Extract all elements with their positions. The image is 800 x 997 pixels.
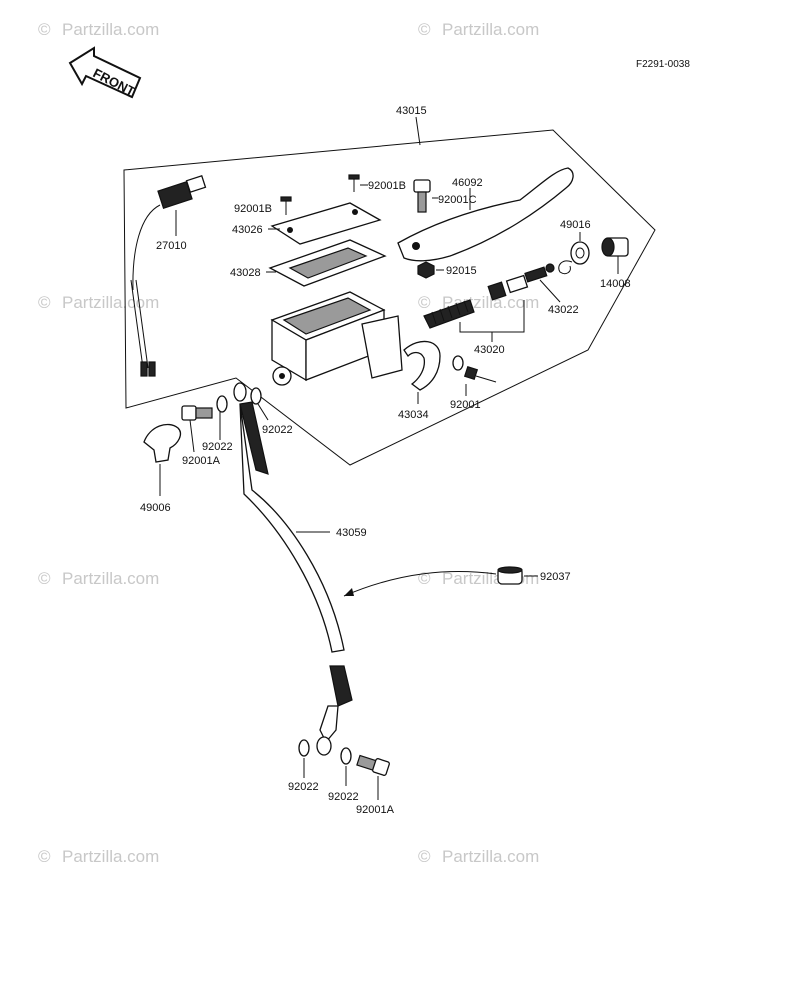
part-label-92001b-left: 92001B — [234, 203, 272, 215]
leader-line — [189, 419, 195, 453]
arrowhead — [344, 588, 354, 596]
reservoir-cap — [270, 202, 382, 245]
part-label-92001: 92001 — [450, 399, 481, 411]
piston-boot-inner — [575, 247, 585, 259]
part-label-43022: 43022 — [548, 304, 579, 316]
watermark-symbol: © — [38, 569, 51, 588]
part-label-43015: 43015 — [396, 105, 427, 117]
part-label-92001a-top: 92001A — [182, 455, 221, 467]
part-label-27010: 27010 — [156, 240, 187, 252]
hose-grommet — [497, 566, 523, 585]
part-label-92001c: 92001C — [438, 194, 477, 206]
piston-kit — [423, 263, 555, 329]
watermark-symbol: © — [418, 293, 431, 312]
screw-92001b-left — [280, 196, 292, 215]
sealing-washer-top-1 — [216, 395, 228, 413]
leader-line — [257, 403, 269, 421]
part-label-46092: 46092 — [452, 177, 483, 189]
brake-lever — [397, 167, 574, 262]
leader-line — [415, 116, 421, 146]
banjo-cover-boot — [143, 423, 182, 463]
banjo-bolt-bottom — [356, 754, 390, 776]
watermark-symbol: © — [418, 847, 431, 866]
part-label-43034: 43034 — [398, 409, 429, 421]
part-label-92001b-right: 92001B — [368, 180, 406, 192]
watermarks: © Partzilla.com © Partzilla.com © Partzi… — [38, 20, 539, 866]
watermark-symbol: © — [38, 847, 51, 866]
lever-pivot-hole — [412, 242, 420, 250]
brake-light-switch — [130, 175, 207, 377]
lever-cap — [601, 237, 629, 257]
part-label-43059: 43059 — [336, 527, 367, 539]
watermark: Partzilla.com — [62, 847, 159, 866]
part-label-49006: 49006 — [140, 502, 171, 514]
part-label-92022-bottom-right: 92022 — [328, 791, 359, 803]
banjo-bolt-top — [181, 405, 213, 421]
diaphragm-bellows — [288, 247, 368, 279]
leader-line — [539, 279, 561, 303]
part-label-92022-top-right: 92022 — [262, 424, 293, 436]
part-label-43028: 43028 — [230, 267, 261, 279]
sealing-washer-bottom-2 — [340, 747, 352, 765]
brake-hose — [233, 382, 353, 756]
circlip — [558, 260, 573, 275]
handlebar-clamp — [403, 340, 441, 391]
watermark: Partzilla.com — [442, 847, 539, 866]
master-cylinder-body — [270, 291, 403, 386]
sealing-washer-bottom-1 — [298, 739, 310, 757]
watermark: Partzilla.com — [62, 20, 159, 39]
screw-92001b-right — [348, 174, 360, 192]
watermark-symbol: © — [38, 293, 51, 312]
diagram-code: F2291-0038 — [636, 59, 690, 70]
part-label-92001a-bottom: 92001A — [356, 804, 395, 816]
clamp-washer — [452, 355, 464, 371]
part-label-43020: 43020 — [474, 344, 505, 356]
cap-screw-hole — [287, 227, 293, 233]
part-label-92022-top-left: 92022 — [202, 441, 233, 453]
watermark: Partzilla.com — [62, 569, 159, 588]
clamp-bolt — [463, 365, 497, 383]
grommet-leader-arrow — [343, 571, 497, 597]
cap-screw-hole — [352, 209, 358, 215]
part-label-14008: 14008 — [600, 278, 631, 290]
part-label-92037: 92037 — [540, 571, 571, 583]
watermark-symbol: © — [418, 20, 431, 39]
watermark-symbol: © — [38, 20, 51, 39]
master-cylinder-assembly-outline — [123, 129, 656, 466]
part-label-49016: 49016 — [560, 219, 591, 231]
lever-nut — [417, 261, 435, 279]
front-arrow-icon: FRONT — [68, 46, 142, 99]
pivot-bolt-92001c — [413, 179, 431, 213]
sealing-washer-top-2 — [250, 387, 262, 405]
watermark: Partzilla.com — [442, 20, 539, 39]
watermark-symbol: © — [418, 569, 431, 588]
watermark: Partzilla.com — [62, 293, 159, 312]
part-label-43026: 43026 — [232, 224, 263, 236]
piston-boot — [570, 241, 590, 265]
part-label-92022-bottom-left: 92022 — [288, 781, 319, 793]
part-label-92015: 92015 — [446, 265, 477, 277]
